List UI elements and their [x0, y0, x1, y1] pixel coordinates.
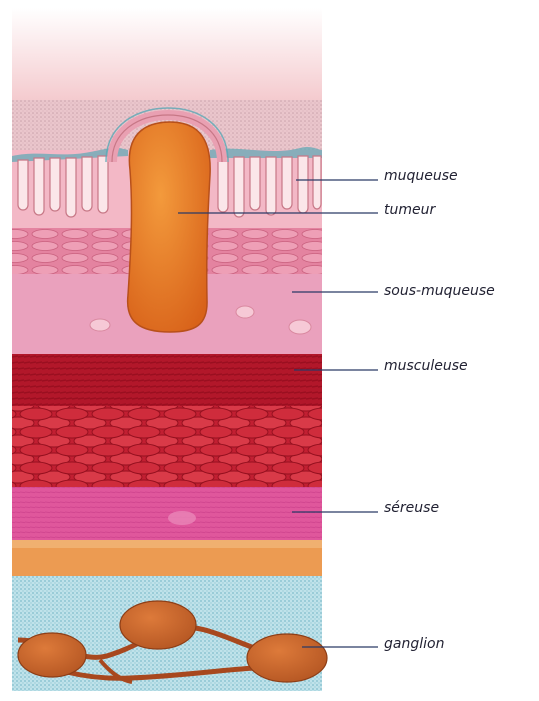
- tumor-mass: [128, 122, 211, 332]
- label-mucosa: muqueuse: [384, 168, 458, 184]
- label-submucosa: sous-muqueuse: [384, 283, 495, 299]
- label-tumor: tumeur: [384, 202, 435, 218]
- muscularis-layer: [12, 354, 322, 488]
- label-serosa: séreuse: [384, 500, 439, 516]
- label-muscularis: musculeuse: [384, 358, 468, 374]
- lymph-node: [247, 634, 327, 682]
- lymph-node: [120, 601, 196, 649]
- serosa-layer: [12, 487, 322, 542]
- lymph-node: [18, 633, 86, 677]
- lumen-gradient: [12, 8, 322, 103]
- label-lymph-node: ganglion: [384, 636, 444, 652]
